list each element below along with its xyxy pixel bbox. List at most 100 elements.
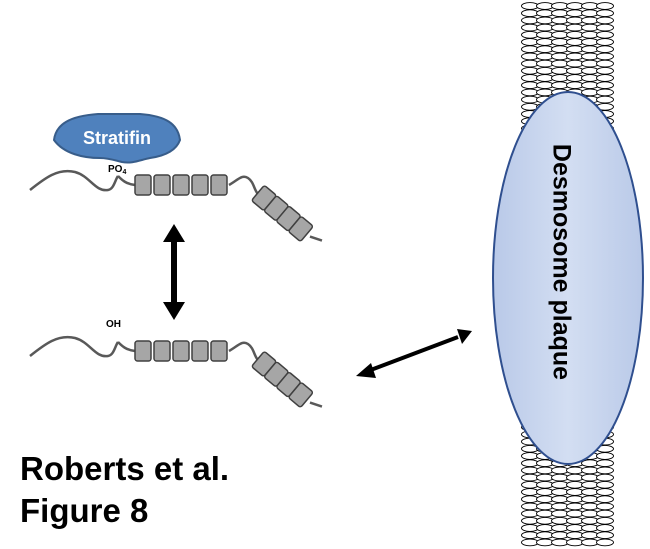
lipid-head <box>551 9 569 18</box>
lipid-head <box>581 16 599 25</box>
lipid-head <box>581 30 599 39</box>
lipid-head <box>581 509 599 518</box>
lipid-head <box>521 88 539 97</box>
caption-figure-number: Figure 8 <box>20 492 149 529</box>
lipid-head <box>596 466 614 475</box>
lipid-head <box>566 30 584 39</box>
phosphorylated-protein: PO4 Stratifin <box>29 113 323 242</box>
lipid-head <box>596 524 614 532</box>
lipid-head <box>566 38 584 46</box>
lipid-head <box>566 480 584 489</box>
lipid-head <box>596 66 614 75</box>
lipid-head <box>521 524 539 532</box>
lipid-head <box>536 2 554 10</box>
lipid-head <box>536 59 554 68</box>
lipid-head <box>521 531 539 540</box>
lipid-head <box>596 516 614 525</box>
lipid-head <box>566 495 584 504</box>
lipid-head <box>551 516 569 525</box>
lipid-head <box>521 30 539 39</box>
armadillo-repeat <box>191 340 209 362</box>
lipid-head <box>596 502 614 511</box>
lipid-head <box>581 45 599 54</box>
lipid-head <box>596 74 614 82</box>
lipid-head <box>596 459 614 468</box>
lipid-head <box>581 466 599 475</box>
lower-linker-left <box>29 335 120 358</box>
lipid-head <box>581 473 599 482</box>
lipid-head <box>521 95 539 104</box>
lipid-head <box>581 66 599 75</box>
lipid-head <box>566 52 584 61</box>
binding-arrow <box>356 329 472 378</box>
lipid-head <box>551 66 569 75</box>
lipid-head <box>551 45 569 54</box>
lipid-head <box>521 2 539 10</box>
lipid-head <box>536 38 554 46</box>
lipid-head <box>596 473 614 482</box>
phospho-label: PO4 <box>108 164 126 176</box>
lipid-head <box>596 88 614 97</box>
armadillo-repeat <box>210 174 228 196</box>
lipid-head <box>521 45 539 54</box>
lipid-head <box>521 74 539 82</box>
lipid-head <box>551 2 569 10</box>
lipid-head <box>521 452 539 460</box>
lipid-head <box>581 531 599 540</box>
lipid-head <box>581 52 599 61</box>
lipid-head <box>566 509 584 518</box>
lipid-head <box>596 452 614 460</box>
lipid-head <box>566 531 584 540</box>
lipid-head <box>596 23 614 32</box>
lipid-head <box>581 81 599 90</box>
armadillo-repeat <box>153 174 171 196</box>
lipid-head <box>521 38 539 46</box>
lipid-head <box>536 45 554 54</box>
lipid-head <box>596 538 614 547</box>
upper-linker-mid <box>117 175 136 187</box>
lipid-head <box>581 74 599 82</box>
lipid-head <box>596 16 614 25</box>
lipid-head <box>581 516 599 525</box>
lipid-head <box>536 466 554 475</box>
lipid-head <box>536 538 554 547</box>
lipid-head <box>566 16 584 25</box>
lipid-head <box>521 52 539 61</box>
lipid-head <box>596 95 614 104</box>
lipid-head <box>566 524 584 532</box>
lipid-head <box>551 495 569 504</box>
lipid-head <box>521 66 539 75</box>
lipid-head <box>536 495 554 504</box>
lipid-head <box>566 45 584 54</box>
lipid-head <box>536 480 554 489</box>
armadillo-repeat <box>191 174 209 196</box>
lipid-head <box>581 524 599 532</box>
lipid-head <box>566 488 584 496</box>
lipid-head <box>536 23 554 32</box>
phospho-switch-arrow <box>163 224 185 320</box>
armadillo-repeat <box>288 216 314 242</box>
lipid-head <box>521 502 539 511</box>
protein-tail <box>309 235 323 242</box>
lipid-head <box>581 9 599 18</box>
lipid-head <box>551 23 569 32</box>
lipid-head <box>536 459 554 468</box>
upper-repeat-tilted <box>251 185 323 242</box>
lipid-head <box>581 495 599 504</box>
stratifin-shape <box>52 113 182 164</box>
lipid-head <box>566 538 584 547</box>
lipid-head <box>596 531 614 540</box>
lipid-head <box>536 52 554 61</box>
lipid-head <box>596 488 614 496</box>
armadillo-repeat <box>134 340 152 362</box>
lipid-head <box>596 45 614 54</box>
armadillo-repeat <box>288 382 314 408</box>
lipid-head <box>566 516 584 525</box>
lipid-head <box>521 495 539 504</box>
lipid-head <box>566 66 584 75</box>
lipid-head <box>521 480 539 489</box>
lipid-head <box>536 74 554 82</box>
armadillo-repeat <box>172 174 190 196</box>
lipid-head <box>581 2 599 10</box>
lipid-head <box>566 473 584 482</box>
